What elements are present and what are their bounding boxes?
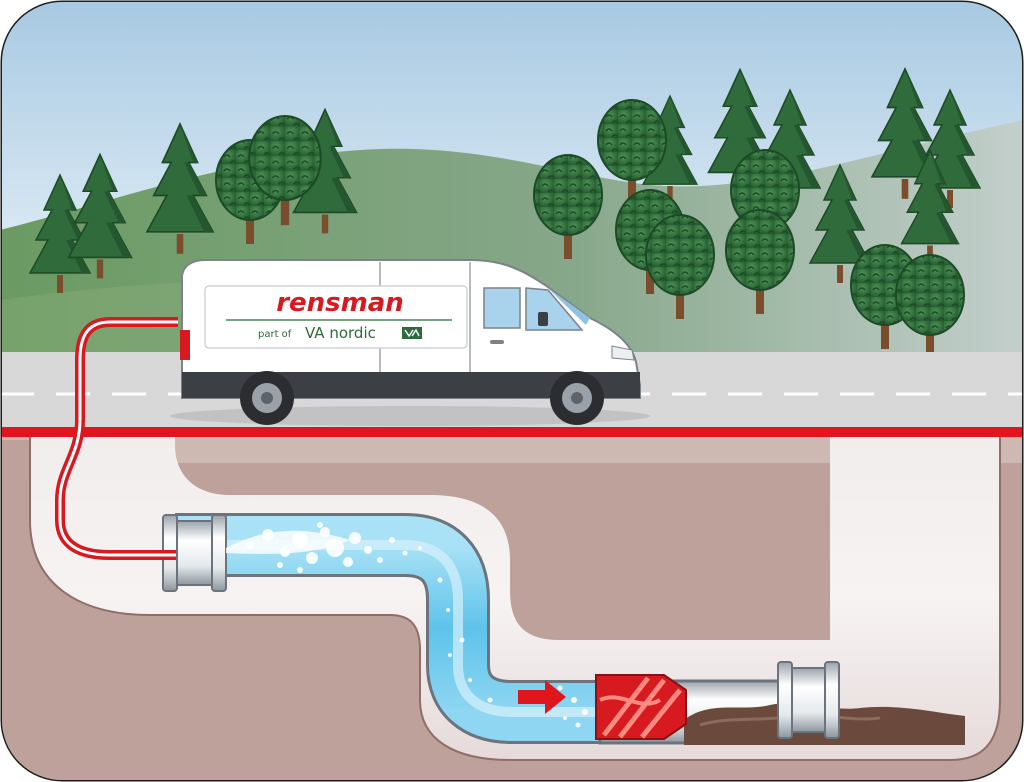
van-front-wheel — [550, 371, 604, 425]
bubble — [448, 653, 452, 657]
bubble — [582, 709, 588, 715]
pipe-coupling-left — [176, 520, 213, 586]
service-van: rensman part of VA nordic — [170, 259, 650, 426]
road-edge-line — [2, 427, 1022, 437]
bubble — [343, 557, 353, 567]
bubble — [277, 562, 283, 568]
water-bubbles — [246, 522, 588, 728]
pipe-coupling-right — [791, 667, 826, 733]
bubble — [246, 541, 254, 549]
bubble — [437, 577, 443, 583]
trench-outline — [29, 437, 1001, 761]
van-brand-text: rensman — [276, 288, 404, 318]
bubble — [418, 546, 422, 550]
pipe-flange-right-outer — [824, 661, 840, 739]
bubble — [320, 527, 330, 537]
bubble — [389, 537, 395, 543]
bubble — [326, 539, 344, 557]
pipe-flange-left-inner — [211, 514, 227, 592]
bubble — [468, 678, 472, 682]
round-tree-icon — [645, 214, 715, 319]
bubble — [377, 557, 383, 563]
bubble — [280, 547, 290, 557]
bubble — [563, 716, 567, 720]
bubble — [575, 722, 581, 728]
bubble — [292, 532, 308, 548]
bubble — [459, 637, 465, 643]
flow-direction-arrow-icon — [518, 680, 566, 714]
va-nordic-logo-icon — [402, 327, 422, 339]
round-tree-icon — [895, 254, 965, 359]
bubble — [317, 522, 323, 528]
pipe-water-highlight — [175, 540, 600, 717]
round-tree-icon — [533, 154, 603, 259]
round-tree-icon — [248, 114, 322, 226]
van-tagline-prefix: part of — [258, 329, 292, 340]
bubble — [402, 550, 408, 556]
van-rear-wheel — [240, 371, 294, 425]
van-tagline-company: VA nordic — [305, 324, 376, 342]
round-tree-icon — [597, 99, 667, 204]
bubble — [262, 529, 274, 541]
bubble — [446, 608, 450, 612]
pine-tree-icon — [145, 122, 215, 254]
hose-highlight — [58, 320, 178, 557]
tree-group — [28, 67, 982, 359]
round-tree-icon — [725, 209, 795, 314]
bubble — [364, 546, 372, 554]
bubble — [349, 532, 361, 544]
bubble — [557, 685, 563, 691]
pine-tree-icon — [808, 163, 872, 283]
pine-tree-icon — [870, 67, 940, 199]
bubble — [297, 567, 303, 573]
bubble — [306, 552, 318, 564]
water-jet-spray — [226, 530, 350, 554]
bubble — [487, 697, 493, 703]
pine-tree-icon — [67, 152, 133, 279]
bubble — [571, 697, 577, 703]
pipe-flange-right-inner — [777, 661, 793, 739]
cleaning-plug — [595, 674, 687, 740]
